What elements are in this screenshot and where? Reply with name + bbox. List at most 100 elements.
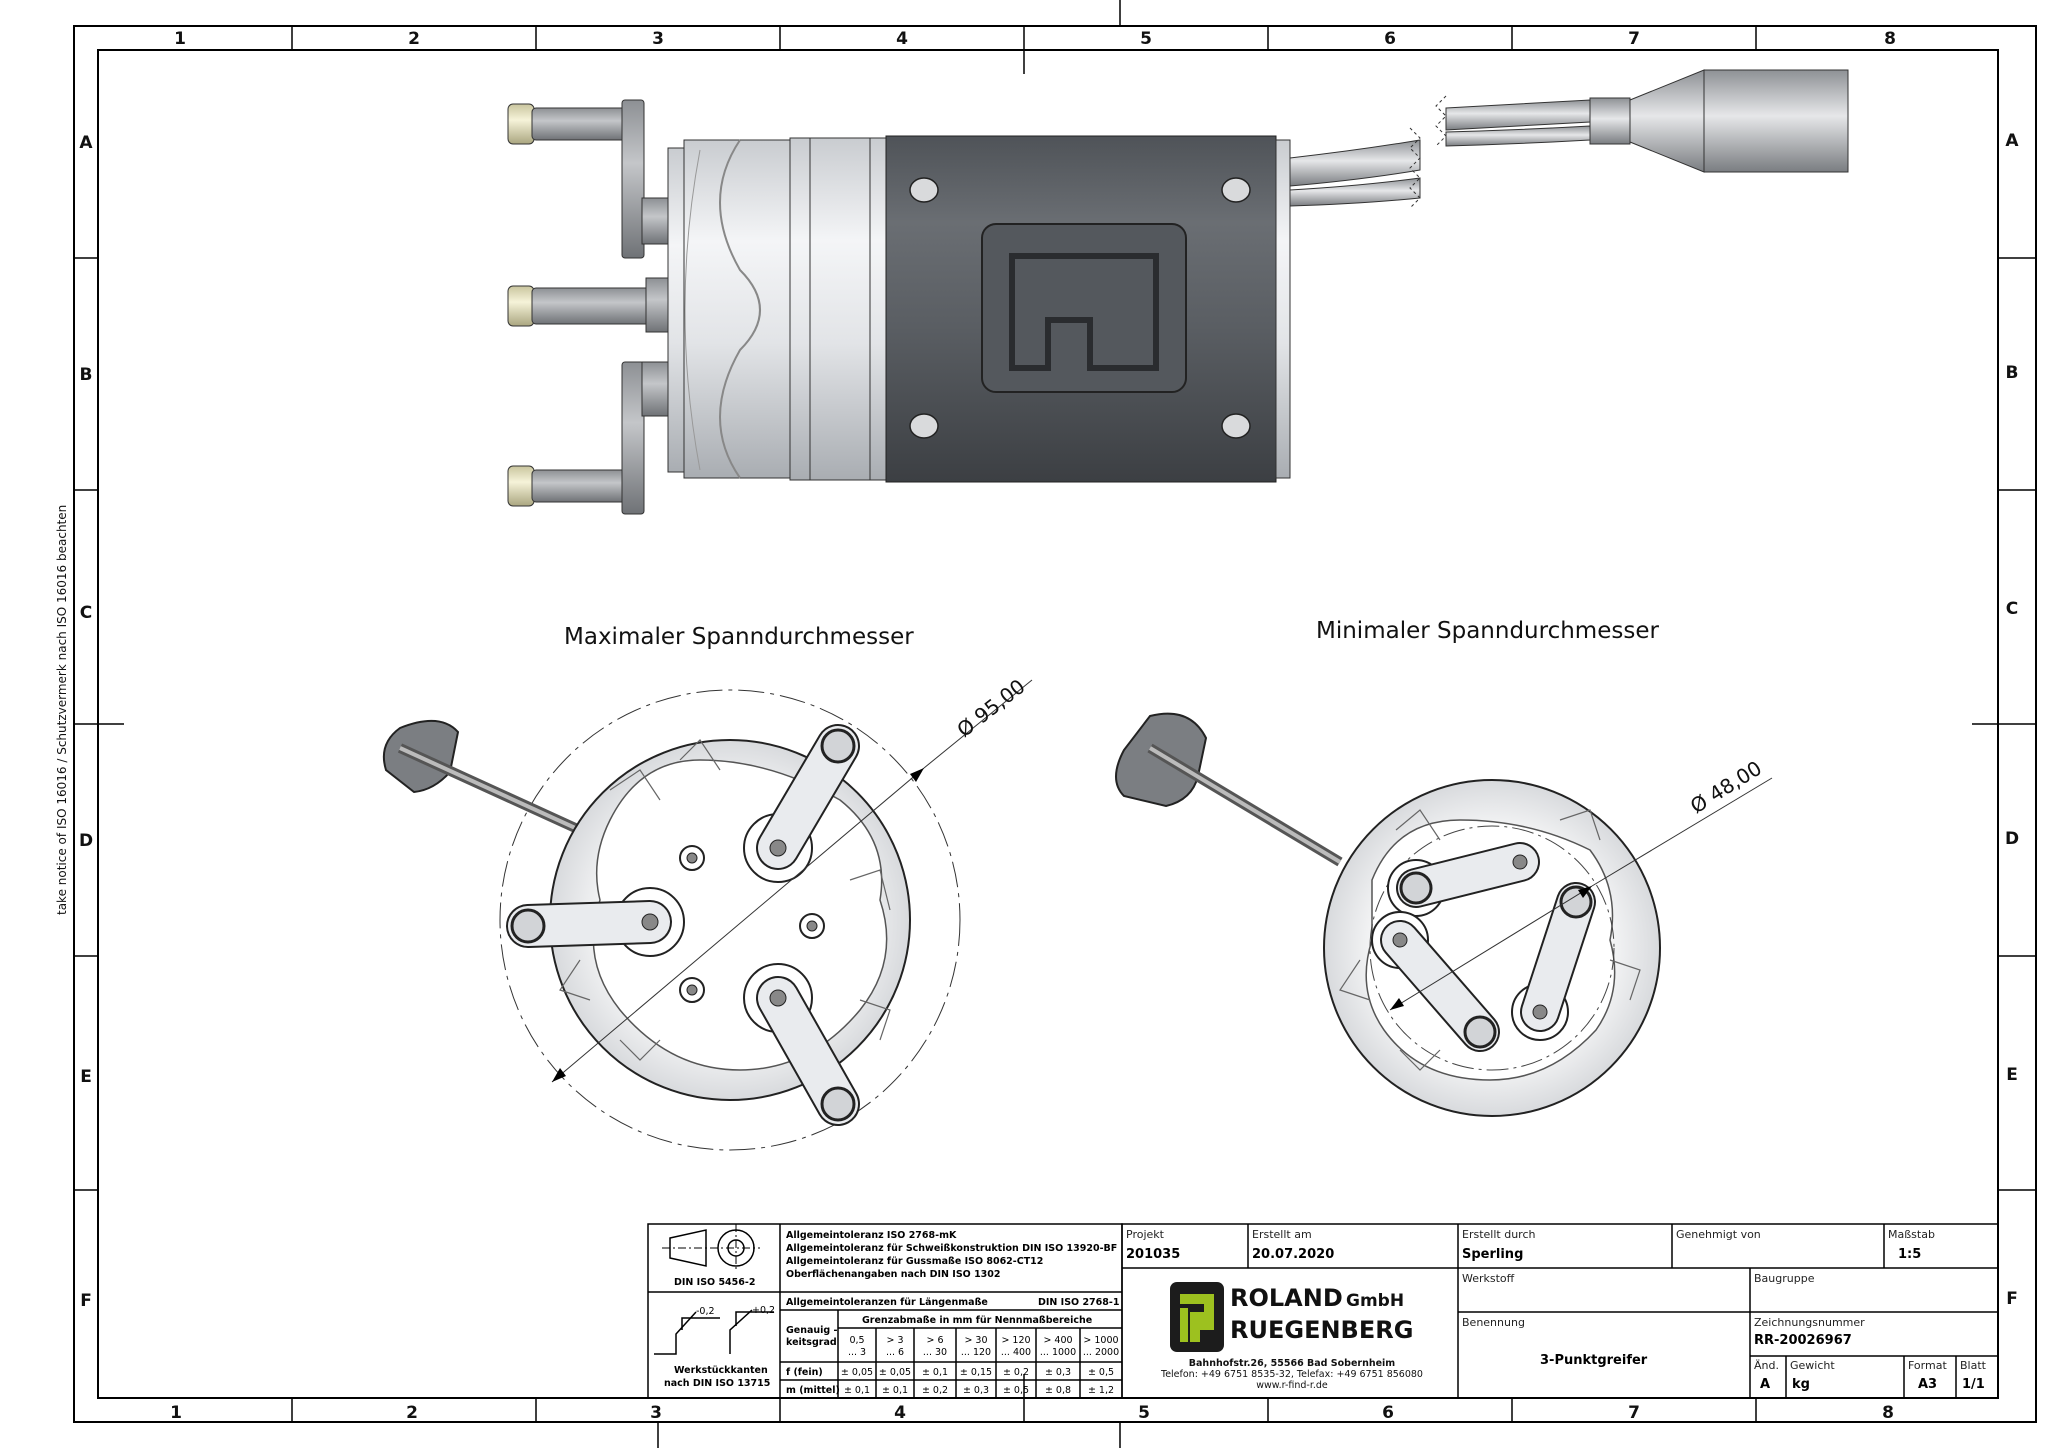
general-tol-line: Allgemeintoleranz für Schweißkonstruktio… [786, 1243, 1117, 1254]
range-to: ... 120 [961, 1347, 991, 1358]
baugruppe-label: Baugruppe [1754, 1272, 1815, 1285]
col-label: 6 [1382, 1403, 1394, 1423]
range-from: 0,5 [849, 1335, 864, 1346]
tol-value: ± 0,3 [963, 1385, 989, 1396]
range-to: ... 30 [923, 1347, 947, 1358]
massstab-value: 1:5 [1898, 1247, 1921, 1262]
edge-plus: +0,2 [752, 1305, 775, 1316]
projection-label: DIN ISO 5456-2 [674, 1277, 755, 1288]
format-value: A3 [1918, 1377, 1937, 1392]
edge-label: nach DIN ISO 13715 [664, 1378, 770, 1389]
werkstoff-label: Werkstoff [1462, 1272, 1515, 1285]
tol-value: ± 0,2 [922, 1385, 948, 1396]
col-label: 2 [406, 1403, 418, 1423]
range-from: > 400 [1043, 1335, 1072, 1346]
title-block: Projekt 201035 Erstellt am 20.07.2020 Er… [1121, 1223, 1999, 1399]
benennung-value: 3-Punktgreifer [1540, 1353, 1648, 1368]
row-label: F [80, 1291, 92, 1311]
col-label: 4 [894, 1403, 906, 1423]
row-label: B [2006, 363, 2019, 383]
massstab-label: Maßstab [1888, 1228, 1935, 1241]
front-view-min [1115, 712, 1773, 1117]
front-view-max [382, 679, 1033, 1151]
erstellt-am-label: Erstellt am [1252, 1228, 1312, 1241]
col-label: 5 [1140, 29, 1152, 49]
col-label: 5 [1138, 1403, 1150, 1423]
projekt-value: 201035 [1126, 1247, 1180, 1262]
length-tol-std: DIN ISO 2768-1 [1038, 1297, 1119, 1308]
projekt-label: Projekt [1126, 1228, 1165, 1241]
gripper-side-view [507, 69, 1849, 515]
tol-value: ± 0,5 [1088, 1367, 1114, 1378]
col-label: 3 [652, 29, 664, 49]
row-label: A [2005, 131, 2019, 151]
col-label: 1 [174, 29, 186, 49]
range-to: ... 3 [848, 1347, 866, 1358]
gewicht-value: kg [1792, 1377, 1810, 1392]
row-label: D [79, 831, 93, 851]
col-label: 3 [650, 1403, 662, 1423]
col-label: 4 [896, 29, 908, 49]
erstellt-durch-value: Sperling [1462, 1247, 1523, 1262]
grade-m: m (mittel) [786, 1385, 840, 1396]
tol-value: ± 0,05 [841, 1367, 873, 1378]
tol-value: ± 0,2 [1003, 1367, 1029, 1378]
col-label: 6 [1384, 29, 1396, 49]
company-gmbh: GmbH [1346, 1291, 1404, 1311]
edge-symbol-icon [654, 1309, 774, 1355]
zone-labels: 1 2 3 4 5 6 7 8 1 2 3 4 5 6 7 8 A B C D … [79, 29, 2019, 1423]
company-web: www.r-find-r.de [1256, 1380, 1328, 1391]
gewicht-label: Gewicht [1790, 1359, 1835, 1372]
row-label: C [2006, 599, 2018, 619]
zeichnungsnummer-value: RR-20026967 [1754, 1333, 1852, 1348]
col-label: 7 [1628, 1403, 1640, 1423]
col-label: 2 [408, 29, 420, 49]
col-label: 1 [170, 1403, 182, 1423]
tol-value: ± 0,15 [960, 1367, 992, 1378]
row-label: F [2006, 1289, 2018, 1309]
grade-f: f (fein) [786, 1367, 823, 1378]
company-phone: Telefon: +49 6751 8535-32, Telefax: +49 … [1160, 1369, 1423, 1380]
general-tol-line: Oberflächenangaben nach DIN ISO 1302 [786, 1269, 1001, 1280]
tol-value: ± 1,2 [1088, 1385, 1114, 1396]
tolerance-block: DIN ISO 5456-2 Allgemeintoleranz ISO 276… [647, 1223, 1123, 1399]
col-label: 8 [1882, 1403, 1894, 1423]
tol-value: ± 0,1 [922, 1367, 948, 1378]
range-to: ... 2000 [1083, 1347, 1119, 1358]
finger-top [507, 99, 671, 259]
screw-icon [909, 177, 1251, 439]
row-label: E [2006, 1065, 2018, 1085]
edge-minus: -0,2 [696, 1306, 715, 1317]
zeichnungsnummer-label: Zeichnungsnummer [1754, 1316, 1865, 1329]
benennung-label: Benennung [1462, 1316, 1525, 1329]
max-diameter-dim: Ø 95,00 [952, 674, 1029, 742]
company-name-2: RUEGENBERG [1230, 1316, 1413, 1344]
blatt-label: Blatt [1960, 1359, 1987, 1372]
range-to: ... 400 [1001, 1347, 1031, 1358]
row-label: D [2005, 829, 2019, 849]
row-label: E [80, 1067, 92, 1087]
tol-value: ± 0,3 [1045, 1367, 1071, 1378]
range-from: > 3 [886, 1335, 903, 1346]
aend-label: Änd. [1754, 1359, 1779, 1372]
grade-label: keitsgrad [786, 1337, 837, 1348]
ranges-title: Grenzabmaße in mm für Nennmaßbereiche [862, 1315, 1092, 1326]
aend-value: A [1760, 1377, 1770, 1392]
genehmigt-label: Genehmigt von [1676, 1228, 1761, 1241]
max-view-label: Maximaler Spanndurchmesser [564, 624, 914, 650]
erstellt-durch-label: Erstellt durch [1462, 1228, 1535, 1241]
col-label: 7 [1628, 29, 1640, 49]
range-from: > 30 [964, 1335, 987, 1346]
edge-label: Werkstückkanten [674, 1365, 768, 1376]
housing-logo-icon [981, 223, 1187, 393]
company-logo-icon [1170, 1282, 1224, 1352]
zone-ticks [74, 0, 2036, 1448]
tol-value: ± 0,1 [882, 1385, 908, 1396]
side-notice: take notice of ISO 16016 / Schutzvermerk… [55, 505, 69, 915]
finger-middle [507, 277, 671, 333]
company-address: Bahnhofstr.26, 55566 Bad Sobernheim [1189, 1358, 1396, 1369]
finger-bottom [507, 361, 671, 515]
range-from: > 6 [926, 1335, 943, 1346]
projection-symbol-icon [662, 1224, 760, 1272]
